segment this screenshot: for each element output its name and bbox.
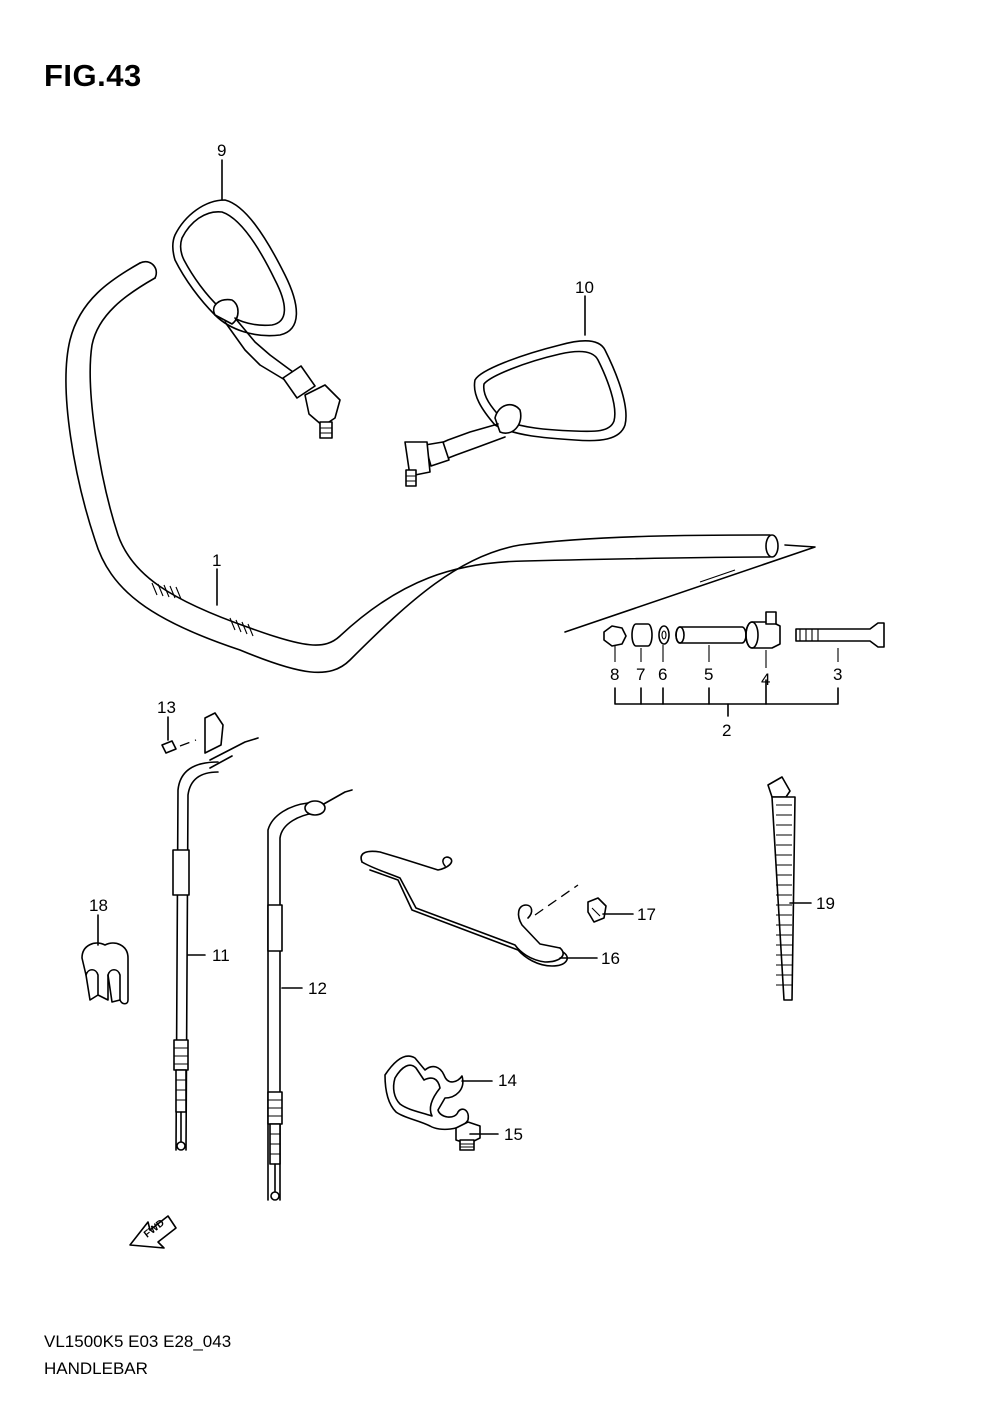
right-mirror-part[interactable] xyxy=(404,340,627,487)
callout-1: 1 xyxy=(212,551,221,570)
clip-part[interactable] xyxy=(81,942,129,1005)
callout-3: 3 xyxy=(833,665,842,684)
callout-18: 18 xyxy=(89,896,108,915)
throttle-cable-part[interactable] xyxy=(161,712,259,1151)
clutch-cable-part[interactable] xyxy=(267,789,353,1201)
callout-4: 4 xyxy=(761,670,770,689)
callout-5: 5 xyxy=(704,665,713,684)
cable-tie-part[interactable] xyxy=(767,776,796,1001)
callout-12: 12 xyxy=(308,979,327,998)
callout-17: 17 xyxy=(637,905,656,924)
callout-9: 9 xyxy=(217,141,226,160)
screw-17-part[interactable] xyxy=(587,897,607,923)
callout-14: 14 xyxy=(498,1071,517,1090)
callout-7: 7 xyxy=(636,665,645,684)
callout-15: 15 xyxy=(504,1125,523,1144)
callout-13: 13 xyxy=(157,698,176,717)
bar-end-assembly[interactable] xyxy=(603,611,885,649)
model-code: VL1500K5 E03 E28_043 xyxy=(44,1332,232,1351)
wire-clip-part[interactable] xyxy=(384,1055,470,1131)
handlebar-part[interactable] xyxy=(65,260,816,674)
callout-11: 11 xyxy=(212,946,230,965)
callout-6: 6 xyxy=(658,665,667,684)
section-name: HANDLEBAR xyxy=(44,1359,148,1378)
callout-16: 16 xyxy=(601,949,620,968)
callout-2: 2 xyxy=(722,721,731,740)
left-mirror-part[interactable] xyxy=(171,199,341,439)
bolt-15-part[interactable] xyxy=(455,1121,481,1151)
callout-labels: 1 2 3 4 5 6 7 8 9 10 11 12 13 14 15 16 1… xyxy=(89,141,842,1144)
figure-title: FIG.43 xyxy=(44,58,142,93)
fwd-arrow-icon: FWD xyxy=(129,1215,177,1249)
callout-leaders xyxy=(97,159,812,1135)
callout-19: 19 xyxy=(816,894,835,913)
callout-10: 10 xyxy=(575,278,594,297)
assembly-bracket xyxy=(614,645,839,717)
callout-8: 8 xyxy=(610,665,619,684)
wire-clamp-part[interactable] xyxy=(360,850,579,967)
